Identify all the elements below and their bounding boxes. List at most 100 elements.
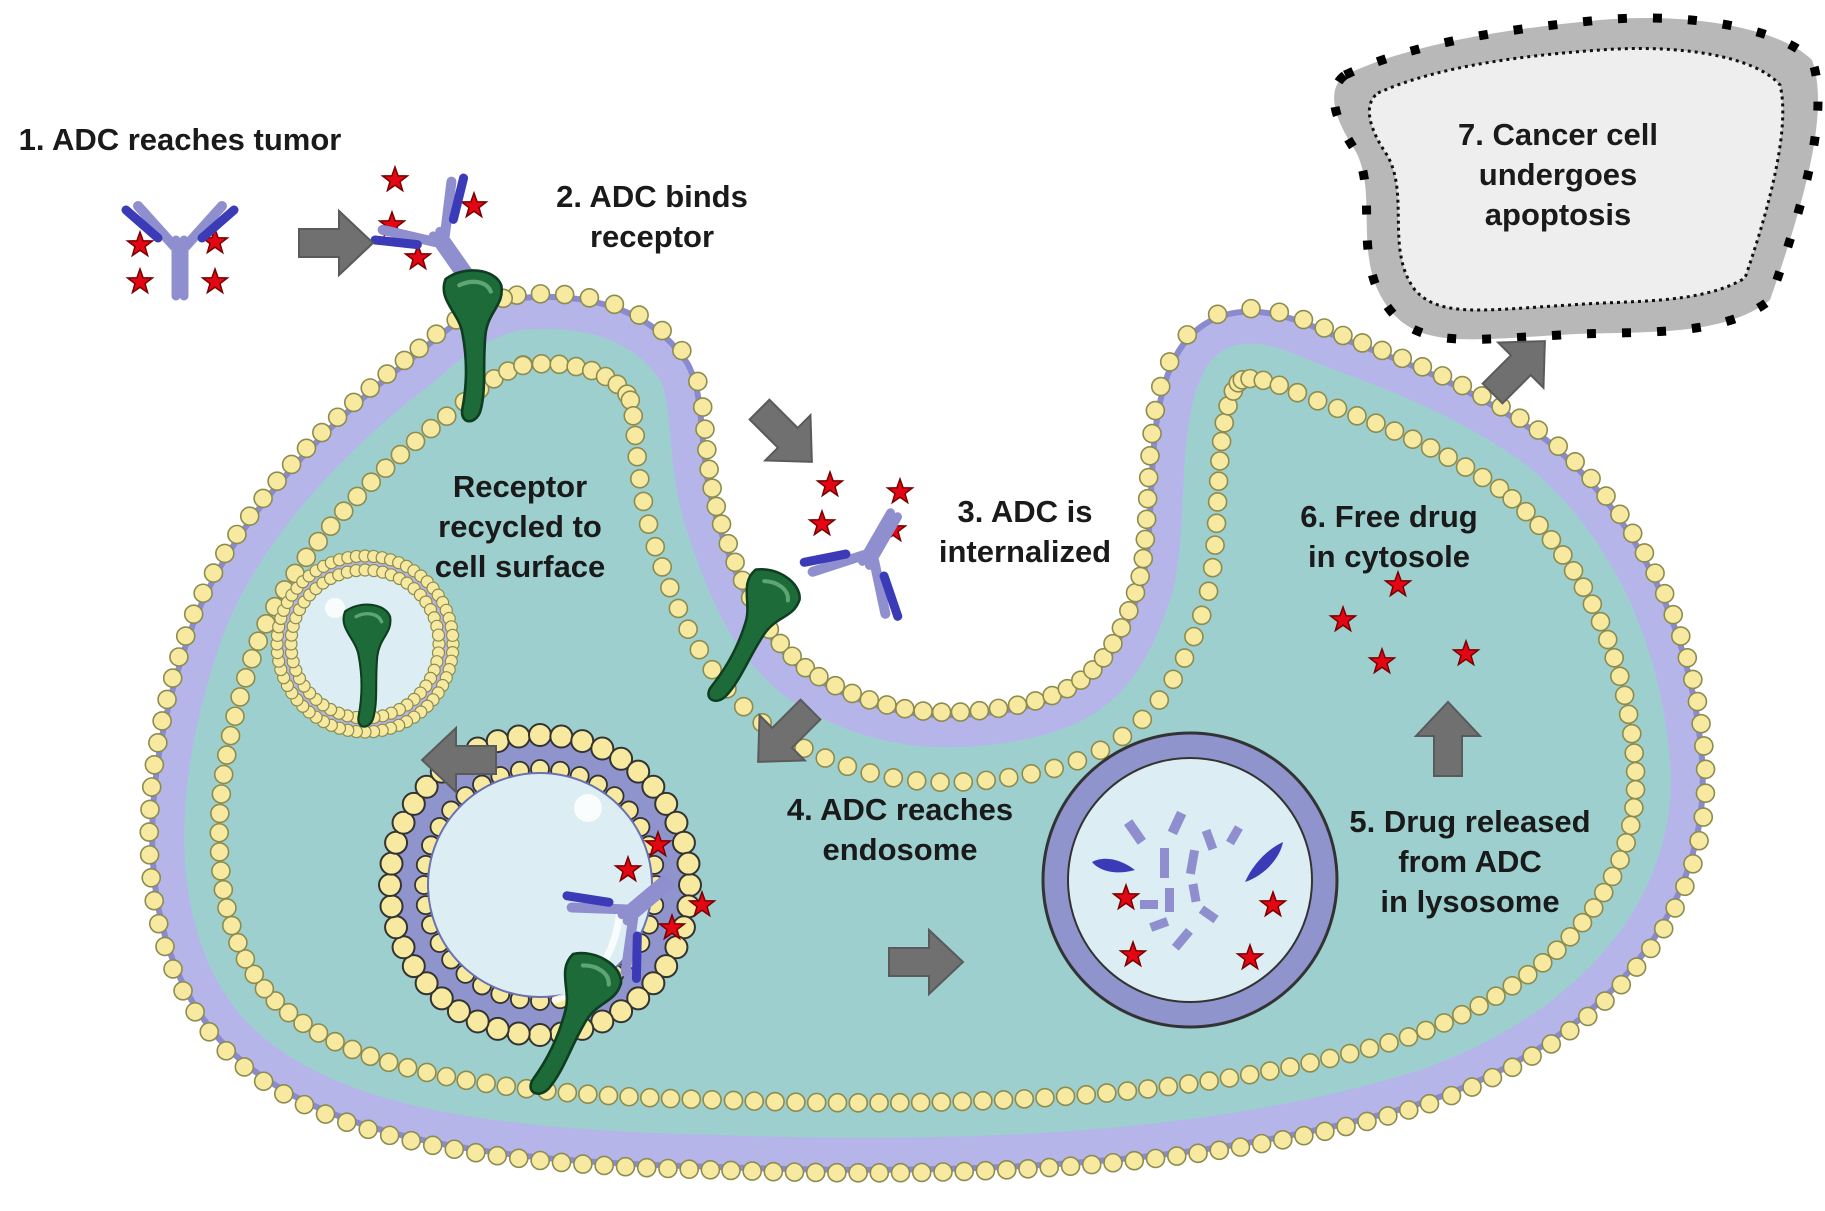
phospholipid-head [906, 771, 927, 791]
phospholipid-head [1239, 1064, 1260, 1085]
phospholipid-head [175, 626, 196, 646]
phospholipid-head [911, 1162, 932, 1183]
phospholipid-head [1035, 1087, 1055, 1108]
phospholipid-head [660, 1088, 681, 1109]
phospholipid-head [199, 1021, 220, 1042]
phospholipid-head [152, 711, 172, 731]
phospholipid-head [217, 898, 237, 918]
phospholipid-head [414, 774, 439, 799]
phospholipid-head [1117, 1081, 1138, 1101]
phospholipid-head [954, 1161, 975, 1182]
phospholipid-head [668, 598, 689, 619]
phospholipid-head [688, 371, 708, 392]
phospholipid-head [1618, 704, 1639, 725]
phospholipid-head [1025, 691, 1046, 711]
phospholipid-head [1090, 740, 1111, 761]
phospholipid-head [248, 631, 269, 651]
phospholipid-head [193, 583, 213, 604]
phospholipid-head [1378, 1106, 1398, 1126]
phospholipid-head [1280, 1057, 1300, 1077]
phospholipid-head [551, 1152, 572, 1173]
phospholipid-head [1202, 557, 1223, 578]
phospholipid-head [144, 890, 165, 911]
phospholipid-head [1563, 560, 1584, 581]
phospholipid-head [626, 759, 651, 784]
phospholipid-head [1590, 611, 1611, 632]
phospholipid-head [1577, 1006, 1598, 1027]
phospholipid-head [988, 698, 1009, 719]
phospholipid-head [1320, 1048, 1340, 1069]
phospholipid-head [702, 478, 722, 499]
phospholipid-head [578, 1084, 598, 1105]
phospholipid-head [1210, 451, 1230, 471]
phospholipid-head [590, 736, 615, 761]
phospholipid-head [1614, 685, 1635, 706]
phospholipid-head [1111, 618, 1132, 638]
endosome-icon [378, 723, 702, 1047]
phospholipid-head [641, 971, 666, 996]
phospholipid-head [1287, 382, 1308, 403]
phospholipid-head [1133, 548, 1154, 569]
phospholipid-head [163, 959, 183, 979]
phospholipid-head [996, 1160, 1017, 1180]
phospholipid-head [209, 842, 230, 862]
phospholipid-head [235, 949, 256, 969]
step-7-label-line: undergoes [1479, 157, 1637, 192]
phospholipid-head [723, 1090, 744, 1111]
phospholipid-head [1691, 713, 1711, 734]
phospholipid-head [1689, 830, 1709, 851]
phospholipid-head [1205, 535, 1225, 555]
phospholipid-head [1206, 513, 1227, 534]
phospholipid-head [794, 738, 814, 759]
phospholipid-head [890, 1092, 910, 1113]
phospholipid-head [221, 915, 242, 936]
phospholipid-head [1372, 340, 1392, 361]
phospholipid-head [228, 932, 248, 953]
phospholipid-head [664, 810, 689, 835]
phospholipid-head [1593, 882, 1614, 903]
phospholipid-head [1007, 695, 1028, 715]
phospholipid-head [528, 723, 552, 747]
phospholipid-head [1140, 446, 1160, 466]
phospholipid-head [976, 770, 997, 791]
phospholipid-head [1211, 431, 1232, 452]
phospholipid-head [733, 696, 754, 717]
phospholipid-head [1314, 318, 1335, 338]
drug-star-icon [816, 471, 844, 497]
phospholipid-head [1420, 438, 1441, 458]
phospholipid-head [487, 1145, 508, 1166]
phospholipid-head [1522, 1046, 1542, 1066]
phospholipid-head [1125, 582, 1146, 603]
phospholipid-head [549, 354, 570, 375]
phospholipid-head [1611, 974, 1632, 995]
phospholipid-head [414, 971, 439, 996]
phospholipid-head [1654, 583, 1675, 604]
phospholipid-head [278, 1002, 299, 1023]
phospholipid-head [1253, 370, 1274, 391]
phospholipid-head [506, 724, 531, 749]
phospholipid-head [913, 701, 933, 721]
apoptotic-cell-icon [1329, 13, 1823, 344]
phospholipid-head [1352, 333, 1373, 353]
phospholipid-head [185, 1002, 205, 1022]
step-7-label-line: 7. Cancer cell [1458, 117, 1658, 152]
phospholipid-head [347, 486, 368, 507]
phospholipid-head [173, 980, 193, 1001]
step-6-label-line: 6. Free drug [1300, 499, 1477, 534]
recycling-vesicle [270, 549, 460, 739]
phospholipid-head [557, 1082, 578, 1103]
phospholipid-head [1616, 833, 1636, 853]
phospholipid-head [220, 725, 241, 746]
phospholipid-head [1641, 938, 1661, 959]
step-3-label-line: 3. ADC is [958, 494, 1093, 529]
phospholipid-head [1272, 1130, 1293, 1150]
phospholipid-head [1209, 1140, 1230, 1161]
step-5-label-line: 5. Drug released [1349, 804, 1590, 839]
phospholipid-head [1055, 1086, 1076, 1107]
phospholipid-head [157, 689, 177, 710]
phospholipid-head [652, 320, 672, 341]
phospholipid-head [1583, 898, 1604, 918]
phospholipid-head [1379, 1033, 1399, 1053]
